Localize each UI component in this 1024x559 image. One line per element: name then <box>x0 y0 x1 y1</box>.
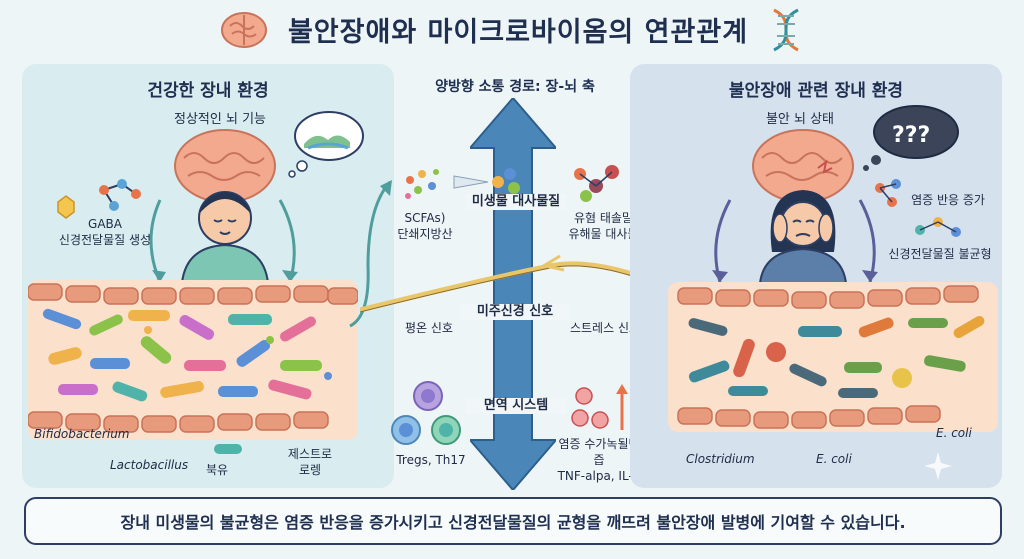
metabolite-title: 미생물 대사물질 <box>466 194 566 210</box>
inflammation-increase-label: 염증 반응 증가 <box>911 193 985 207</box>
metabolite-molecules-illustration <box>405 165 619 202</box>
imbalance-molecule-icon <box>915 217 961 237</box>
vagus-nerve-illustration <box>360 254 650 313</box>
gaba-molecule-icon <box>57 179 141 219</box>
inflammation-label-line1: 염증 수가녹될반즙 <box>558 437 640 467</box>
left-note-3: 로렝 <box>298 463 322 477</box>
immune-title: 면역 시스템 <box>466 398 566 414</box>
harmful-label-line2: 유해물 대사물질 <box>568 227 650 241</box>
clostridium-label: Clostridium <box>686 452 755 466</box>
healthy-gut-illustration <box>28 280 358 440</box>
page-title: 불안장애와 마이크로바이옴의 연관관계 <box>0 8 1024 59</box>
vagus-title: 미주신경 신호 <box>460 304 570 320</box>
gut-brain-axis-heading: 양방향 소통 경로: 장-뇌 축 <box>435 79 595 95</box>
gaba-label: GABA 신경전달물질 생성 <box>40 216 170 248</box>
calm-person-illustration <box>174 129 276 283</box>
ecoli-label-right: E. coli <box>936 426 972 440</box>
ecoli-label-bottom: E. coli <box>816 452 852 466</box>
gaba-label-line1: GABA <box>88 217 122 231</box>
bifidobacterium-label: Bifidobacterium <box>34 427 130 441</box>
inflammation-label-line2: TNF-alpa, IL-6 <box>557 469 641 483</box>
scfa-label: SCFAs) 단쇄지방산 <box>390 210 460 242</box>
immune-cells-icon <box>391 381 461 445</box>
summary-box: 장내 미생물의 불균형은 염증 반응을 증가시키고 신경전달물질의 균형을 깨뜨… <box>24 497 1002 545</box>
anxiety-gut-illustration <box>668 282 998 432</box>
scfa-label-line1: SCFAs) <box>404 211 446 225</box>
inflammation-molecule-icon <box>875 179 901 207</box>
harmful-label-line1: 유혐 태솔말도 <box>573 211 645 225</box>
left-note-2: 제스트로 <box>287 447 333 461</box>
normal-brain-label: 정상적인 뇌 기능 <box>174 112 266 127</box>
stress-signal-label: 스트레스 신호 <box>569 321 641 335</box>
harmful-metabolite-label: 유혐 태솔말도 유해물 대사물질 <box>566 210 652 242</box>
scfa-label-line2: 단쇄지방산 <box>397 227 453 241</box>
brain-icon <box>220 10 268 57</box>
treg-label: Tregs, Th17 <box>396 453 466 467</box>
anxious-brain-label: 불안 뇌 상태 <box>765 112 835 127</box>
inflammation-cells-icon <box>571 384 628 430</box>
left-note-1: 북유 <box>206 463 229 477</box>
svg-text:???: ??? <box>892 123 930 148</box>
gut-to-brain-arrow-left <box>349 180 392 328</box>
calm-thought-cloud-icon <box>288 111 364 178</box>
anxiety-gut-heading: 불안장애 관련 장내 환경 <box>728 81 904 101</box>
title-text: 불안장애와 마이크로바이옴의 연관관계 <box>287 17 749 48</box>
neurotransmitter-imbalance-label: 신경전달물질 불균형 <box>888 247 992 261</box>
left-note-group: 제스트로 로렝 <box>270 446 350 478</box>
dna-icon <box>768 8 804 59</box>
calm-signal-label: 평온 신호 <box>405 321 453 335</box>
lactobacillus-label: Lactobacillus <box>110 458 189 472</box>
brain-gut-arrows-left <box>149 199 298 283</box>
gaba-label-line2: 신경전달물질 생성 <box>58 233 152 247</box>
bidirectional-arrow <box>470 98 556 490</box>
anxious-thought-cloud-icon: ??? <box>863 105 959 171</box>
bacteria-small-icon <box>214 444 242 454</box>
sparkle-icon <box>924 452 952 480</box>
anxious-person-illustration <box>752 129 854 283</box>
summary-text: 장내 미생물의 불균형은 염증 반응을 증가시키고 신경전달물질의 균형을 깨뜨… <box>120 513 906 532</box>
inflammation-label: 염증 수가녹될반즙 TNF-alpa, IL-6 <box>554 436 644 484</box>
healthy-gut-heading: 건강한 장내 환경 <box>147 81 269 101</box>
brain-gut-arrows-right <box>712 199 878 283</box>
